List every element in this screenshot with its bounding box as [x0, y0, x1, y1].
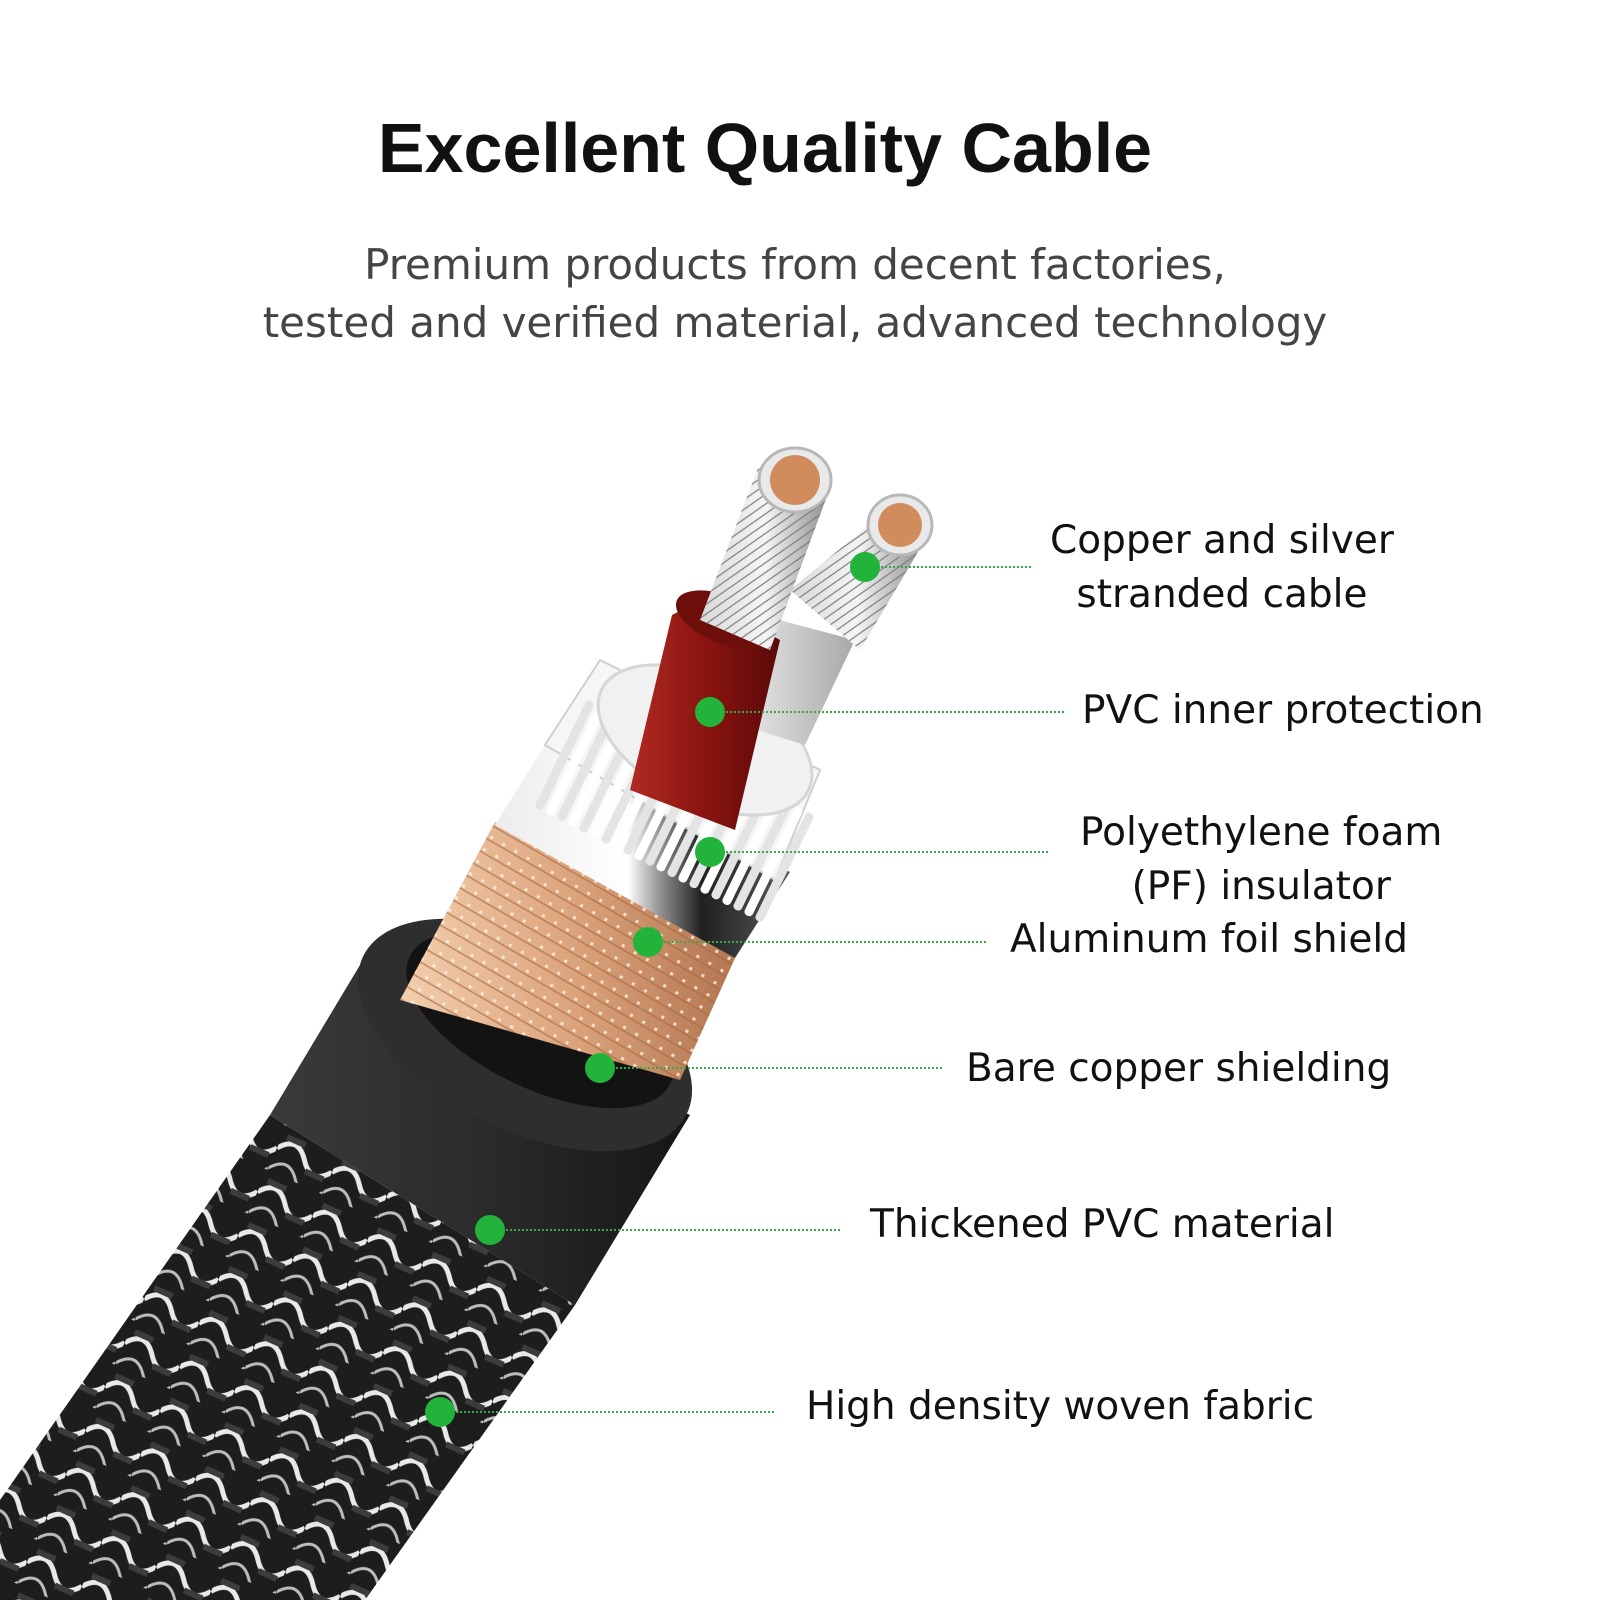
label-woven: High density woven fabric	[806, 1380, 1314, 1434]
label-pvc-jacket-line1: Thickened PVC material	[870, 1202, 1335, 1247]
marker-dot-foil	[633, 927, 663, 957]
pf-tube	[557, 711, 616, 821]
label-foil: Aluminum foil shield	[1010, 913, 1408, 967]
marker-dot-copper-shield	[585, 1053, 615, 1083]
marker-dot-pf-insulator	[695, 837, 725, 867]
label-strands-line1: Copper and silver	[1050, 518, 1394, 563]
pf-insulator-bundle	[535, 658, 825, 928]
subtitle-line-2: tested and verified material, advanced t…	[262, 298, 1328, 347]
woven-fabric-sleeve	[0, 1115, 575, 1600]
label-pf-insulator-line1: Polyethylene foam	[1080, 810, 1443, 855]
pf-tube	[722, 795, 781, 905]
label-copper-shield: Bare copper shielding	[966, 1042, 1391, 1096]
copper-braid-shield	[400, 822, 735, 1080]
label-strands-line2: stranded cable	[1076, 572, 1368, 617]
pf-tube	[744, 807, 803, 917]
pf-tube	[755, 812, 814, 922]
label-pf-insulator-line2: (PF) insulator	[1131, 864, 1391, 909]
label-inner-pvc-line1: PVC inner protection	[1082, 688, 1484, 733]
label-foil-line1: Aluminum foil shield	[1010, 917, 1408, 962]
subtitle: Premium products from decent factories, …	[0, 236, 1590, 352]
pf-tube	[546, 706, 605, 816]
label-pvc-jacket: Thickened PVC material	[870, 1198, 1334, 1252]
label-woven-line1: High density woven fabric	[806, 1384, 1315, 1429]
subtitle-line-1: Premium products from decent factories,	[364, 240, 1226, 289]
page-title: Excellent Quality Cable	[377, 109, 1153, 187]
label-strands: Copper and silver stranded cable	[1050, 514, 1394, 622]
label-inner-pvc: PVC inner protection	[1082, 684, 1484, 738]
label-copper-shield-line1: Bare copper shielding	[966, 1046, 1392, 1091]
marker-dot-inner-pvc	[695, 697, 725, 727]
label-pf-insulator: Polyethylene foam (PF) insulator	[1080, 806, 1442, 914]
marker-dot-strands	[850, 552, 880, 582]
pf-tube	[711, 790, 770, 900]
pf-tube	[733, 801, 792, 911]
marker-dot-pvc-jacket	[475, 1215, 505, 1245]
pf-tube	[766, 818, 825, 928]
marker-dot-woven	[425, 1397, 455, 1427]
red-insulated-conductor	[630, 446, 833, 830]
pf-tube	[535, 700, 594, 810]
